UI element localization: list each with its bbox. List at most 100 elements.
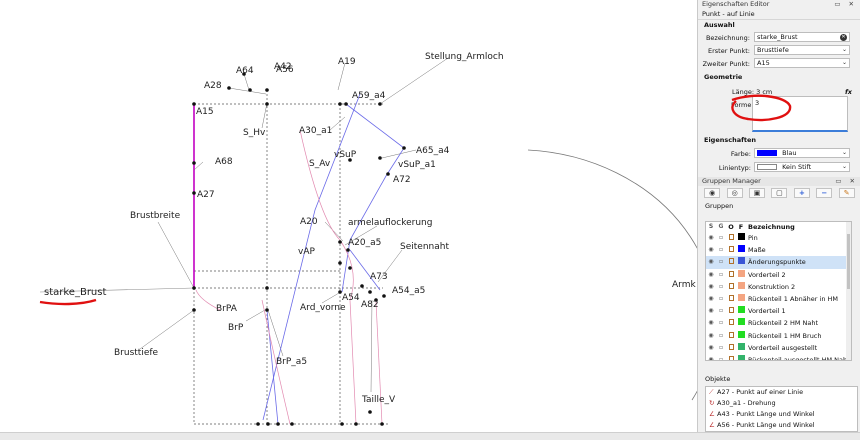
point-label-armk[interactable]: Armk [672,280,696,290]
object-icon[interactable] [726,354,736,360]
object-item[interactable]: ⟋A27 - Punkt auf einer Linie [709,387,857,398]
object-icon[interactable] [726,269,736,281]
object-icon[interactable] [726,330,736,342]
eye-icon[interactable]: ◉ [708,270,714,278]
group-row[interactable]: ◉▫Rückenteil 1 Abnäher in HM [706,293,851,305]
group-row[interactable]: ◉▫Änderungspunkte [706,256,851,269]
point-label-a72[interactable]: A72 [393,175,411,185]
first-point-select[interactable]: Brusttiefe ⌄ [754,45,850,55]
group-row[interactable]: ◉▫Rückenteil 2 HM Naht [706,317,851,329]
eye-icon[interactable]: ◉ [708,234,714,242]
point-label-a54[interactable]: A54 [342,293,360,303]
object-icon[interactable] [726,232,736,244]
lock-icon[interactable]: ▫ [718,319,724,327]
objects-list[interactable]: ⟋A27 - Punkt auf einer Linie↻A30_a1 - Dr… [705,386,858,432]
second-point-select[interactable]: A15 ⌄ [754,58,850,68]
point-label-a54-a5[interactable]: A54_a5 [392,286,426,296]
edit-group-icon[interactable]: ✎ [838,188,855,198]
point-label-a20[interactable]: A20 [300,217,318,227]
point-label-brusttiefe[interactable]: Brusttiefe [114,348,159,358]
group-row[interactable]: ◉▫Rückenteil 1 HM Bruch [706,330,851,342]
eye-icon[interactable]: ◉ [704,188,721,198]
group-row[interactable]: ◉▫Vorderteil ausgestellt [706,342,851,354]
formula-wizard-icon[interactable]: fx [844,88,852,96]
point-label-seitennaht[interactable]: Seitennaht [400,242,449,252]
lock-icon[interactable]: ▣ [749,188,766,198]
eye-icon[interactable]: ◉ [708,319,714,327]
point-label-taille-v[interactable]: Taille_V [362,395,396,405]
name-field[interactable]: starke_Brust ✕ [754,32,850,42]
point-label-vsup-a1[interactable]: vSuP_a1 [398,160,436,170]
point-label-a59-a4[interactable]: A59_a4 [352,91,386,101]
point-label-s-hv[interactable]: S_Hv [243,128,266,138]
object-icon[interactable] [726,244,736,256]
object-icon[interactable] [726,342,736,354]
point-label-a68[interactable]: A68 [215,157,233,167]
lock-icon[interactable]: ▫ [718,234,724,242]
point-label-a27[interactable]: A27 [197,190,215,200]
point-label-a15[interactable]: A15 [196,107,214,117]
eye-icon[interactable]: ◉ [708,355,714,361]
group-row[interactable]: ◉▫Rückenteil ausgestellt HM Naht [706,354,851,361]
groups-scrollbar[interactable] [846,222,851,360]
lock-icon[interactable]: ▫ [718,270,724,278]
point-label-a82[interactable]: A82 [361,300,379,310]
lock-icon[interactable]: ▫ [718,258,724,266]
formula-input[interactable]: 3 [752,96,848,132]
eye-off-icon[interactable]: ◎ [726,188,743,198]
point-label-a73[interactable]: A73 [370,272,388,282]
object-item[interactable]: ∠A43 - Punkt Länge und Winkel [709,409,857,420]
object-item[interactable]: ∠A56 - Punkt Länge und Winkel [709,420,857,431]
object-item[interactable]: ↻A30_a1 - Drehung [709,398,857,409]
lock-icon[interactable]: ▫ [718,343,724,351]
eye-icon[interactable]: ◉ [708,307,714,315]
dock-window-controls[interactable]: ▭ ✕ [835,177,858,185]
group-row[interactable]: ◉▫Vorderteil 1 [706,305,851,317]
object-icon[interactable] [726,281,736,293]
point-label-vap[interactable]: vAP [298,247,315,257]
point-label-starke-brust[interactable]: starke_Brust [44,287,107,298]
eye-icon[interactable]: ◉ [708,343,714,351]
group-row[interactable]: ◉▫Vorderteil 2 [706,269,851,281]
point-label-ard-vorne[interactable]: Ard_vorne [300,303,346,313]
point-label-brp-a5[interactable]: BrP_a5 [276,357,308,367]
eye-icon[interactable]: ◉ [708,246,714,254]
point-label-a65-a4[interactable]: A65_a4 [416,146,450,156]
lock-icon[interactable]: ▫ [718,331,724,339]
point-label-a28[interactable]: A28 [204,81,222,91]
point-label-stellung-armloch[interactable]: Stellung_Armloch [425,52,504,62]
point-label-vsup[interactable]: vSuP [334,150,357,160]
clear-icon[interactable]: ✕ [840,34,847,41]
object-icon[interactable] [726,293,736,305]
eye-icon[interactable]: ◉ [708,282,714,290]
eye-icon[interactable]: ◉ [708,258,714,266]
unlock-icon[interactable]: ▢ [771,188,788,198]
point-label-a30-a1[interactable]: A30_a1 [299,126,333,136]
lock-icon[interactable]: ▫ [718,246,724,254]
object-icon[interactable] [726,305,736,317]
group-row[interactable]: ◉▫Pin [706,232,851,244]
color-select[interactable]: Blau ⌄ [754,148,850,158]
object-icon[interactable] [726,317,736,329]
eye-icon[interactable]: ◉ [708,295,714,303]
object-icon[interactable] [726,256,736,268]
remove-group-icon[interactable]: − [816,188,833,198]
point-label-a56[interactable]: A56 [276,65,294,75]
point-label-brp[interactable]: BrP [228,323,244,333]
point-label-a20-a5[interactable]: A20_a5 [348,238,382,248]
groups-table[interactable]: S G O F Bezeichnung ◉▫Pin◉▫Maße◉▫Änderun… [705,221,852,361]
lock-icon[interactable]: ▫ [718,295,724,303]
add-group-icon[interactable]: + [793,188,810,198]
group-row[interactable]: ◉▫Maße [706,244,851,256]
point-label-brustbreite[interactable]: Brustbreite [130,211,181,221]
point-label-brpa[interactable]: BrPA [216,304,237,314]
lock-icon[interactable]: ▫ [718,307,724,315]
group-row[interactable]: ◉▫Konstruktion 2 [706,281,851,293]
linetype-select[interactable]: Kein Stift ⌄ [754,162,850,172]
point-label-a19[interactable]: A19 [338,57,356,67]
lock-icon[interactable]: ▫ [718,282,724,290]
eye-icon[interactable]: ◉ [708,331,714,339]
point-label-armelauflockerung[interactable]: armelauflockerung [348,218,433,228]
point-label-a64[interactable]: A64 [236,66,254,76]
